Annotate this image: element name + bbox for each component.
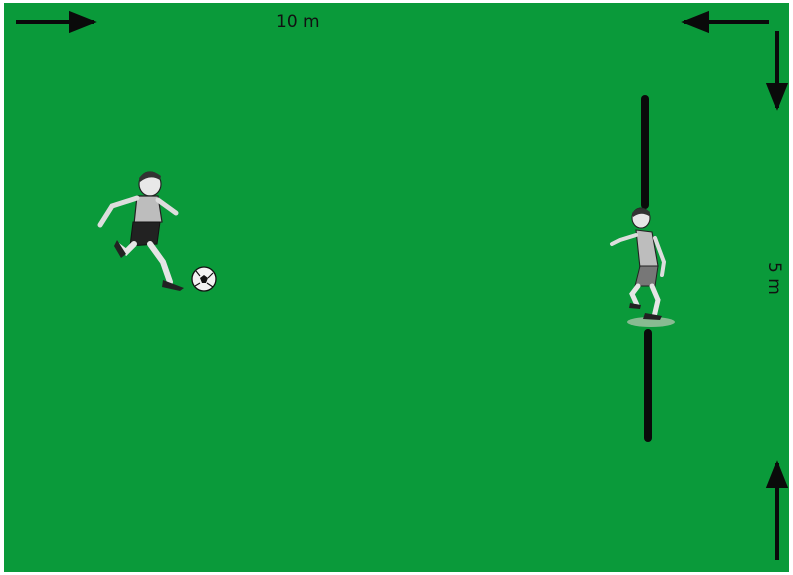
soccer-ball-icon (192, 267, 216, 291)
pitch-background (4, 3, 789, 572)
height-dimension-label: 5 m (764, 262, 784, 295)
width-dimension-label: 10 m (276, 12, 320, 32)
